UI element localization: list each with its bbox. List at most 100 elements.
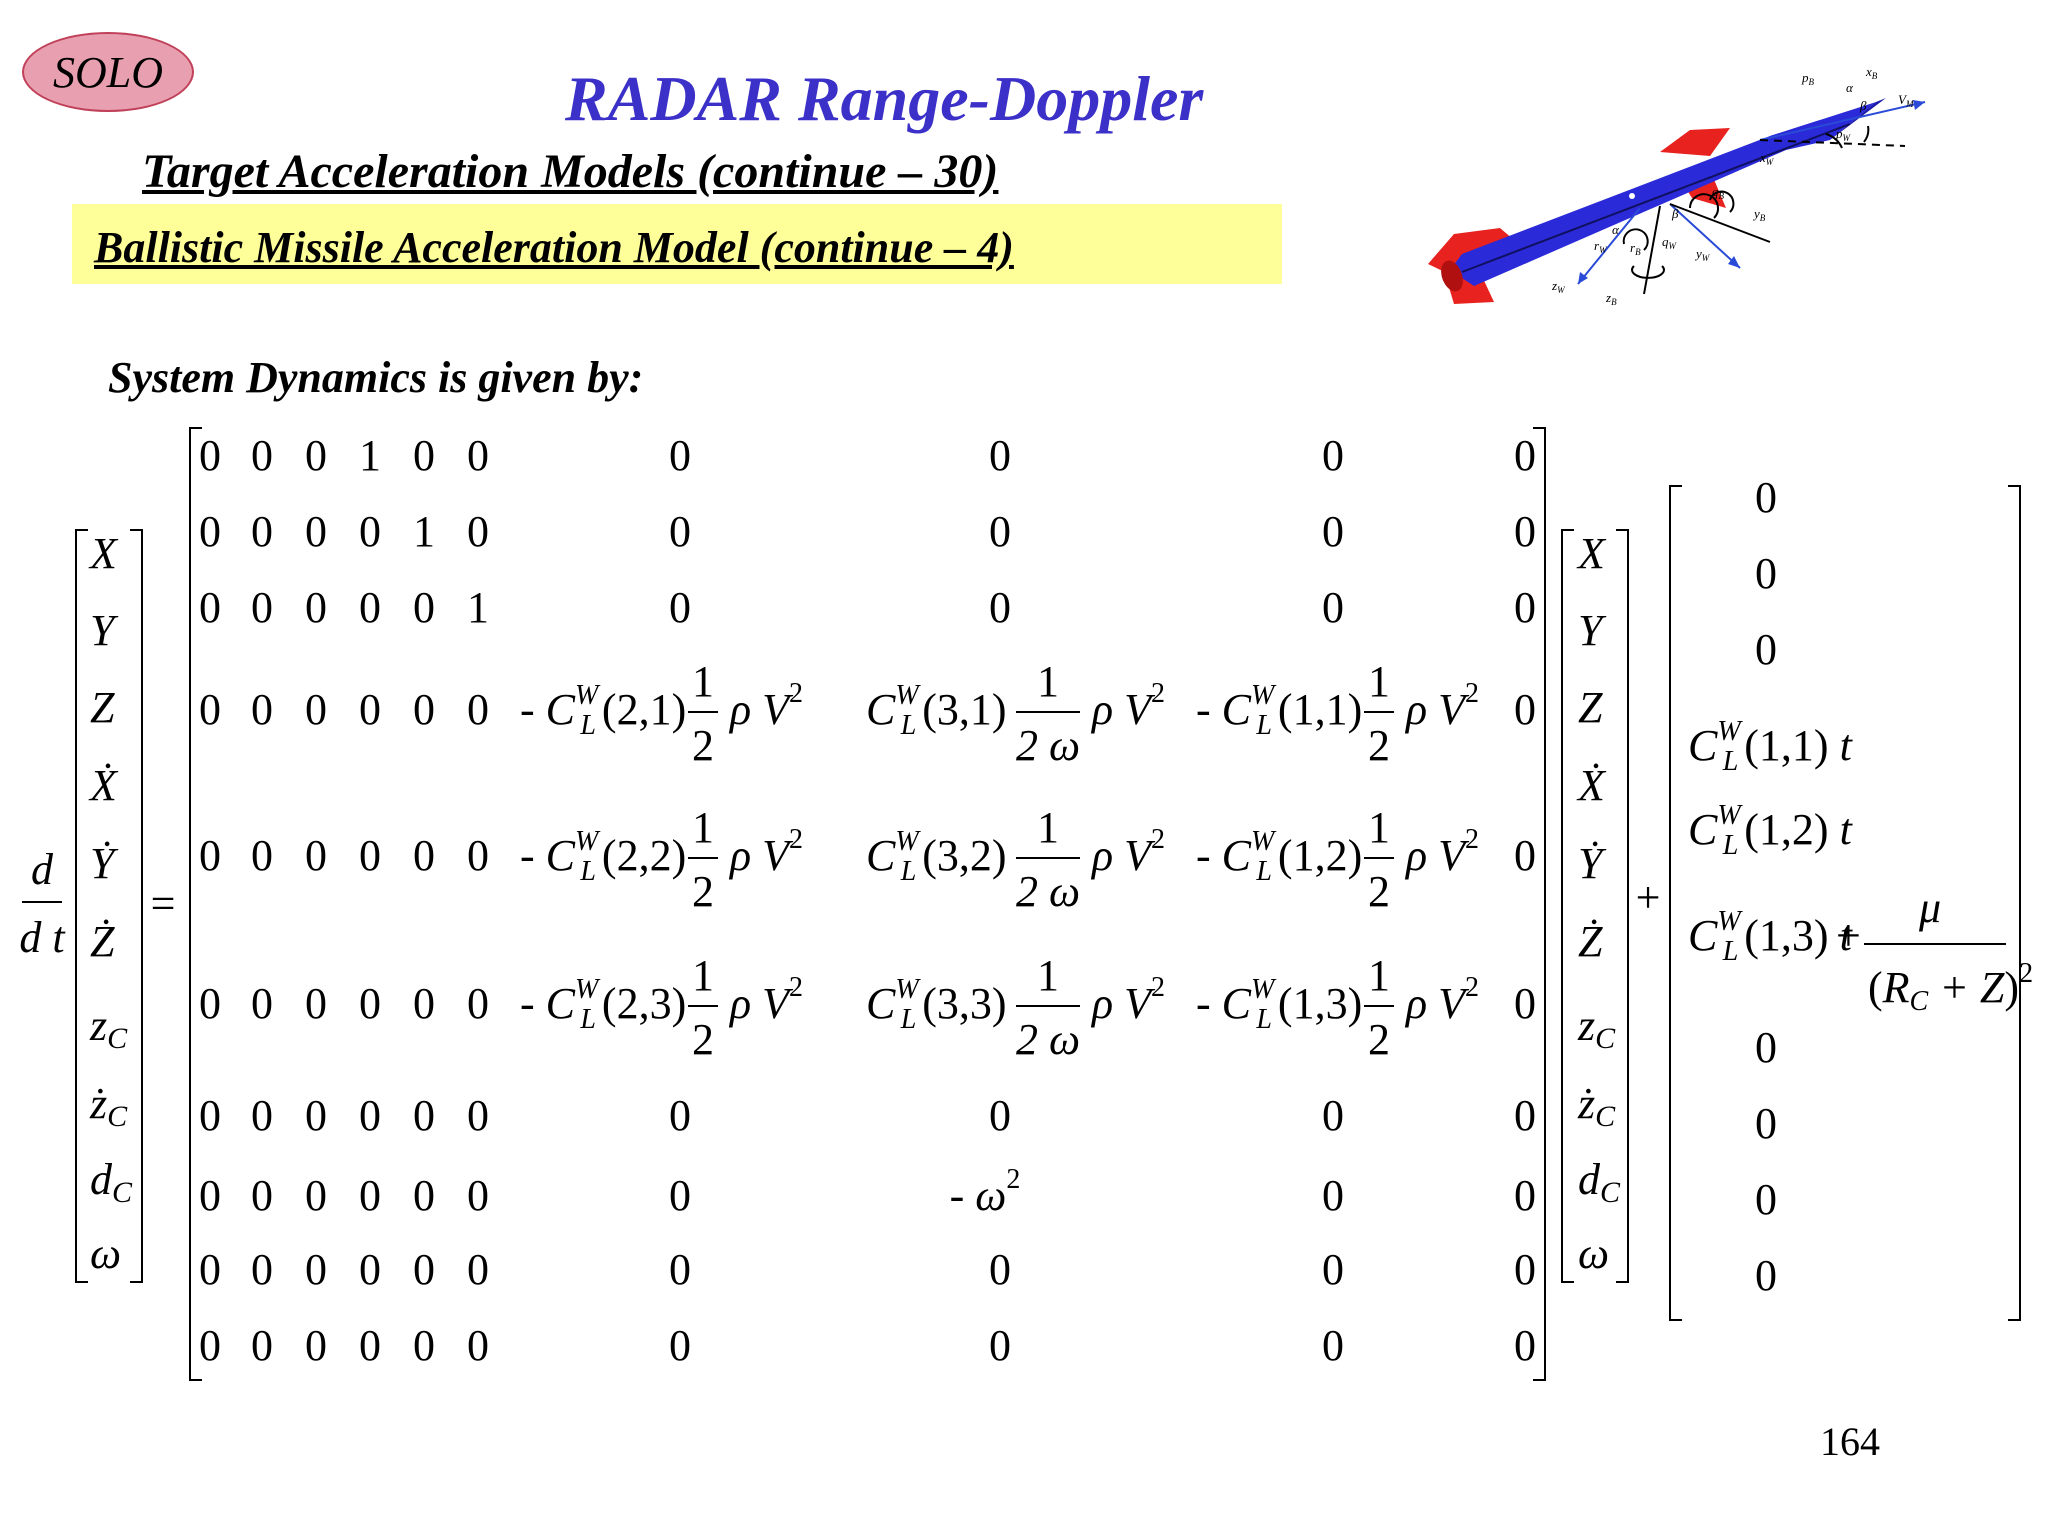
state-vector-rhs-element: Ẏ — [1578, 839, 1607, 888]
plus-sign: + — [1636, 873, 1661, 922]
state-vector-lhs-element: Ẋ — [88, 761, 119, 810]
intro-text: System Dynamics is given by: — [108, 353, 644, 402]
matrix-entry: 0 — [1514, 685, 1536, 734]
matrix-entry: 0 — [1322, 1321, 1344, 1370]
matrix-entry: 0 — [305, 1091, 327, 1140]
matrix-entry: 0 — [305, 1245, 327, 1294]
matrix-entry: 0 — [669, 1091, 691, 1140]
matrix-entry: 0 — [989, 1321, 1011, 1370]
state-vector-rhs-element: Ẋ — [1576, 761, 1607, 810]
bvector-entry: 0 — [1755, 1023, 1777, 1072]
label-rB: rB — [1630, 240, 1641, 257]
matrix-entry: 0 — [199, 1171, 221, 1220]
matrix-entry: 0 — [251, 1321, 273, 1370]
coef-term-col9-rho-v2: ρ V2 — [1404, 972, 1479, 1028]
matrix-entry: 0 — [305, 979, 327, 1028]
matrix-entry: 0 — [359, 507, 381, 556]
solo-logo: SOLO — [22, 32, 194, 112]
axis-labels: pB xB α β VM pW xW qB yB β α rW rB qW yW… — [1551, 64, 1914, 307]
matrix-entry: 0 — [467, 685, 489, 734]
matrix-entry: 0 — [413, 1171, 435, 1220]
coef-term-col8-rho-v2: ρ V2 — [1090, 678, 1165, 734]
matrix-entry: 0 — [251, 831, 273, 880]
bvector-entry: 0 — [1755, 473, 1777, 522]
matrix-entry: 0 — [305, 685, 327, 734]
coef-term-col8-frac-den: 2 ω — [1016, 721, 1080, 770]
matrix-entry: 0 — [359, 583, 381, 632]
matrix-entry: 0 — [251, 1091, 273, 1140]
matrix-entry: 1 — [467, 583, 489, 632]
matrix-entry: 0 — [251, 583, 273, 632]
coef-term-col9-frac-den: 2 — [1368, 721, 1390, 770]
matrix-entry: 0 — [199, 583, 221, 632]
matrix-entry: 0 — [199, 979, 221, 1028]
coef-term-col7-rho-v2: ρ V2 — [728, 678, 803, 734]
coef-term-col8-rho-v2: ρ V2 — [1090, 824, 1165, 880]
matrix-entry: 0 — [467, 1245, 489, 1294]
matrix-entry: 0 — [199, 507, 221, 556]
matrix-entry: 0 — [1514, 507, 1536, 556]
matrix-entry: 0 — [989, 1091, 1011, 1140]
coef-term-col7-rho-v2: ρ V2 — [728, 824, 803, 880]
matrix-entry: 0 — [669, 507, 691, 556]
state-vector-rhs-close-bracket — [1616, 529, 1629, 1283]
label-pB: pB — [1801, 70, 1815, 87]
matrix-entry: 0 — [413, 979, 435, 1028]
state-vector-rhs-element: X — [1576, 529, 1607, 578]
matrix-entry: 0 — [199, 1321, 221, 1370]
matrix-entry: 0 — [413, 1245, 435, 1294]
matrix-entry: 0 — [1514, 583, 1536, 632]
coef-term-col7-rho-v2: ρ V2 — [728, 972, 803, 1028]
matrix-entry: 0 — [989, 1245, 1011, 1294]
matrix-entry: 0 — [467, 1321, 489, 1370]
state-vector-rhs-element: Y — [1578, 606, 1607, 655]
matrix-entry: 0 — [199, 431, 221, 480]
matrix-entry: 0 — [467, 1171, 489, 1220]
matrix-entry: 0 — [467, 507, 489, 556]
state-vector-rhs-element: zC — [1577, 1001, 1616, 1055]
bvector-entry: 0 — [1755, 1175, 1777, 1224]
section-banner: Ballistic Missile Acceleration Model (co… — [72, 204, 1282, 284]
matrix-entry: 0 — [413, 1321, 435, 1370]
state-vector-lhs-element: X — [88, 529, 119, 578]
coef-term-col8-frac-num: 1 — [1037, 951, 1059, 1000]
label-zW: zW — [1551, 278, 1566, 295]
matrix-entry: 0 — [413, 1091, 435, 1140]
state-vector-lhs-element: dC — [90, 1155, 133, 1209]
coef-term-col9-frac-num: 1 — [1368, 951, 1390, 1000]
logo-text: SOLO — [52, 47, 164, 97]
label-xB: xB — [1865, 64, 1878, 81]
label-alpha: α — [1846, 80, 1854, 95]
bvector-entry: 0 — [1755, 1251, 1777, 1300]
matrix-entry: 0 — [199, 685, 221, 734]
state-vector-lhs-element: Ẏ — [90, 839, 119, 888]
matrix-entry: 0 — [251, 507, 273, 556]
slide-subtitle: Target Acceleration Models (continue – 3… — [142, 145, 999, 198]
label-zB: zB — [1605, 290, 1617, 307]
neg-omega-squared: - ω2 — [950, 1164, 1021, 1220]
matrix-entry: 0 — [413, 685, 435, 734]
matrix-entry: 0 — [199, 831, 221, 880]
label-qW: qW — [1662, 234, 1678, 251]
bvector-mu: μ — [1918, 883, 1941, 932]
matrix-entry: 0 — [305, 1171, 327, 1220]
coef-term-col9-frac-num: 1 — [1368, 657, 1390, 706]
matrix-entry: 0 — [1514, 1171, 1536, 1220]
matrix-open-bracket — [189, 427, 202, 1381]
state-vector-lhs-open-bracket — [75, 529, 88, 1283]
matrix-entry: 0 — [359, 979, 381, 1028]
matrix-entry: 0 — [1322, 1245, 1344, 1294]
missile-body — [1428, 98, 1886, 304]
state-vector-rhs-element: Ż — [1578, 917, 1603, 966]
bvector-entry: 0 — [1755, 625, 1777, 674]
coef-term-col9-rho-v2: ρ V2 — [1404, 678, 1479, 734]
coef-term-col7-frac-den: 2 — [692, 867, 714, 916]
label-yB: yB — [1752, 206, 1766, 223]
missile-axes-diagram: pB xB α β VM pW xW qB yB β α rW rB qW yW… — [1428, 64, 1926, 307]
state-vector-lhs-element: żC — [89, 1079, 128, 1133]
matrix-entry: 0 — [669, 1321, 691, 1370]
